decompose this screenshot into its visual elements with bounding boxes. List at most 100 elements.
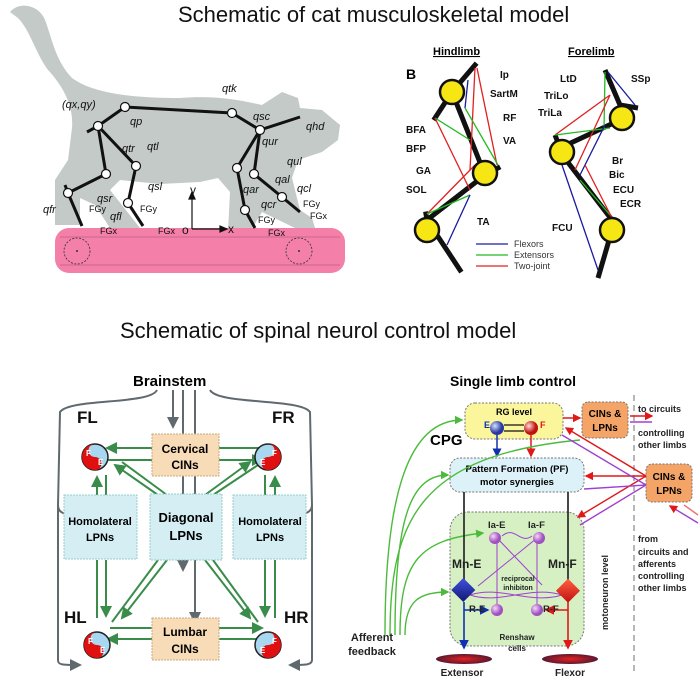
single-limb-control-diagram: Single limb control RG level Pattern For… bbox=[348, 373, 699, 678]
cat-musculoskeletal-diagram: (qx,qy) qp qtr qtl qsr qsl qfr qfl qtk q… bbox=[10, 5, 345, 273]
muscle-trila: TriLa bbox=[538, 108, 562, 119]
muscle-rf: RF bbox=[503, 113, 516, 124]
panel-label-b: B bbox=[406, 66, 416, 82]
label-fgy-1: FGy bbox=[89, 204, 106, 214]
r-e-label: R-E bbox=[469, 604, 485, 615]
muscle-ecr: ECR bbox=[620, 199, 642, 210]
rg-level-box: RG level bbox=[464, 402, 564, 440]
homolateral-lpns-right-box: Homolateral LPNs bbox=[232, 494, 307, 560]
cpg-f-letter: F bbox=[272, 449, 277, 458]
label-qar: qar bbox=[243, 184, 260, 196]
label-qsl: qsl bbox=[148, 181, 163, 193]
treadmill bbox=[55, 228, 345, 273]
svg-text:motor synergies: motor synergies bbox=[480, 477, 554, 488]
label-fgy-4: FGy bbox=[303, 199, 320, 209]
svg-text:Homolateral: Homolateral bbox=[238, 516, 302, 528]
r-f-label: R-F bbox=[543, 604, 559, 615]
muscle-ltd: LtD bbox=[560, 74, 577, 85]
cpg-e-letter: E bbox=[100, 646, 106, 655]
pattern-formation-box: Pattern Formation (PF) motor synergies bbox=[449, 457, 585, 493]
svg-text:CINs &: CINs & bbox=[589, 409, 622, 420]
muscle-bfa: BFA bbox=[406, 125, 426, 136]
motoneuron-level-label: motoneuron level bbox=[600, 555, 610, 630]
cpg-e-letter: E bbox=[260, 458, 266, 467]
legend-flexors: Flexors bbox=[514, 239, 544, 249]
label-fgx-1: FGx bbox=[100, 226, 117, 236]
svg-text:LPNs: LPNs bbox=[86, 532, 114, 544]
label-qfl: qfl bbox=[110, 211, 122, 223]
muscle-trilo: TriLo bbox=[544, 91, 568, 102]
label-qcl: qcl bbox=[297, 183, 312, 195]
to-circuits-2: controlling bbox=[638, 428, 685, 438]
svg-text:RG level: RG level bbox=[496, 407, 532, 417]
cpg-e-letter: E bbox=[98, 458, 104, 467]
muscle-sartm: SartM bbox=[490, 89, 518, 100]
label-qtk: qtk bbox=[222, 83, 237, 95]
flexor-muscle bbox=[542, 654, 598, 664]
renshaw-label-1: Renshaw bbox=[499, 633, 535, 642]
svg-text:Lumbar: Lumbar bbox=[163, 625, 207, 639]
brainstem-label: Brainstem bbox=[133, 373, 206, 390]
muscle-ip: Ip bbox=[500, 70, 509, 81]
svg-text:CINs: CINs bbox=[171, 458, 199, 472]
cpg-f-letter: F bbox=[86, 449, 91, 458]
label-qsc: qsc bbox=[253, 111, 271, 123]
cins-lpns-top-box: CINs & LPNs bbox=[581, 401, 629, 439]
label-qhd: qhd bbox=[306, 121, 325, 133]
muscle-sol: SOL bbox=[406, 185, 427, 196]
r-f-neuron bbox=[531, 604, 543, 616]
label-qal: qal bbox=[275, 174, 290, 186]
rg-e-label: E bbox=[484, 420, 490, 430]
muscle-fcu: FCU bbox=[552, 223, 573, 234]
muscle-va: VA bbox=[503, 136, 516, 147]
cpg-f-letter: F bbox=[272, 637, 277, 646]
legend-two-joint: Two-joint bbox=[514, 261, 551, 271]
treadmill-roller-left bbox=[63, 237, 91, 265]
label-fgx-2: FGx bbox=[158, 226, 175, 236]
afferent-label-1: Afferent bbox=[351, 632, 394, 644]
muscle-ta: TA bbox=[477, 217, 490, 228]
cpg-hr: FE bbox=[254, 631, 282, 659]
svg-text:Diagonal: Diagonal bbox=[159, 510, 214, 525]
label-qcr: qcr bbox=[261, 199, 278, 211]
muscle-legend: Flexors Extensors Two-joint bbox=[476, 239, 555, 271]
svg-text:CINs: CINs bbox=[171, 642, 199, 656]
rg-extensor-neuron bbox=[490, 421, 504, 435]
legend-extensors: Extensors bbox=[514, 250, 555, 260]
cins-lpns-right-box: CINs & LPNs bbox=[645, 463, 693, 503]
label-qsr: qsr bbox=[97, 193, 114, 205]
top-title: Schematic of cat musculoskeletal model bbox=[178, 2, 570, 27]
axis-origin-label: o bbox=[182, 223, 189, 237]
treadmill-roller-right bbox=[285, 237, 313, 265]
extensor-muscle bbox=[436, 654, 492, 664]
ia-e-label: Ia-E bbox=[488, 520, 505, 531]
svg-text:Homolateral: Homolateral bbox=[68, 516, 132, 528]
reciprocal-label-1: reciprocal bbox=[501, 576, 535, 583]
label-qfr: qfr bbox=[43, 204, 57, 216]
limb-hl-label: HL bbox=[64, 608, 87, 627]
muscle-ecu: ECU bbox=[613, 185, 634, 196]
axis-y-label: y bbox=[190, 183, 196, 197]
skeleton-joints bbox=[62, 101, 288, 216]
to-circuits-3: other limbs bbox=[638, 440, 687, 450]
rg-f-label: F bbox=[540, 420, 546, 430]
cpg-label: CPG bbox=[430, 432, 463, 449]
label-qtl: qtl bbox=[147, 141, 159, 153]
spinal-network-diagram: Brainstem bbox=[56, 373, 314, 671]
label-qtr: qtr bbox=[122, 143, 136, 155]
from-circuits-5: other limbs bbox=[638, 583, 687, 593]
from-circuits-2: circuits and bbox=[638, 547, 689, 557]
from-circuits-3: afferents bbox=[638, 559, 676, 569]
flexor-label: Flexor bbox=[555, 668, 585, 678]
limb-fl-label: FL bbox=[77, 408, 98, 427]
axis-x-label: x bbox=[228, 222, 234, 236]
cpg-f-letter: F bbox=[88, 637, 93, 646]
single-limb-title: Single limb control bbox=[450, 373, 576, 389]
ia-f-label: Ia-F bbox=[528, 520, 545, 531]
afferent-label-2: feedback bbox=[348, 646, 397, 658]
diagonal-lpns-box: Diagonal LPNs bbox=[149, 493, 223, 561]
cpg-fr: FE bbox=[254, 443, 282, 471]
renshaw-label-2: cells bbox=[508, 644, 526, 653]
svg-text:LPNs: LPNs bbox=[592, 423, 618, 434]
cpg-fl: FE bbox=[81, 443, 109, 471]
